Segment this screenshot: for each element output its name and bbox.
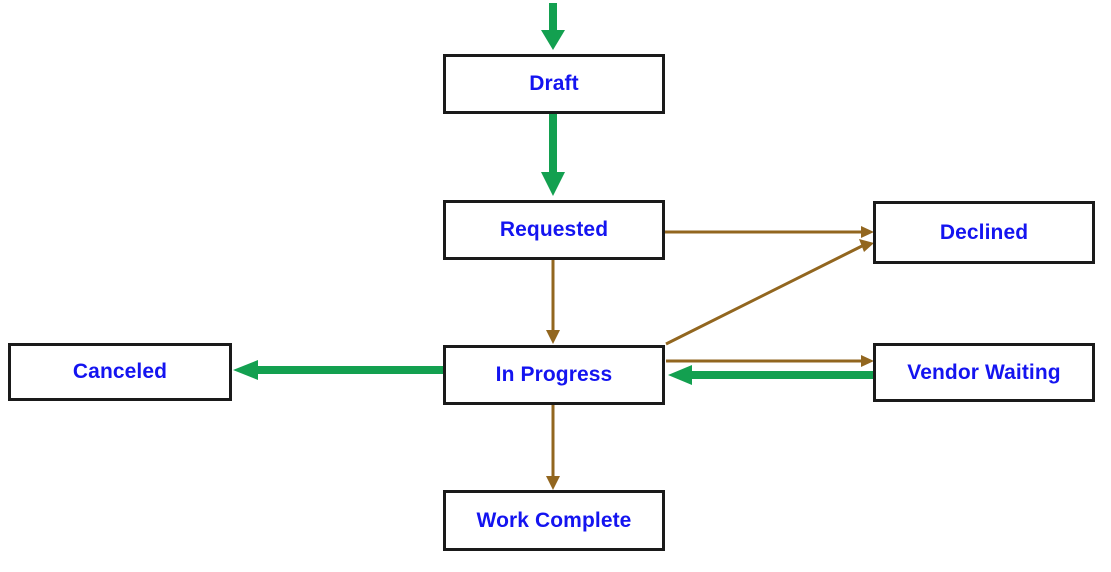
edge-in-progress-to-vendor (666, 355, 874, 367)
edge-in-progress-to-work-complete (546, 405, 560, 490)
node-draft[interactable]: Draft (443, 54, 665, 114)
node-requested-label: Requested (499, 218, 609, 241)
node-canceled-label: Canceled (72, 360, 168, 383)
edge-vendor-to-in-progress (668, 365, 873, 385)
edge-requested-to-in-progress (546, 260, 560, 344)
edge-requested-to-declined (665, 226, 874, 238)
node-in-progress-label: In Progress (495, 363, 613, 386)
edge-start-to-draft (541, 3, 565, 50)
node-in-progress[interactable]: In Progress (443, 345, 665, 405)
node-vendor-waiting[interactable]: Vendor Waiting (873, 343, 1095, 402)
node-work-complete-label: Work Complete (476, 508, 632, 532)
node-requested[interactable]: Requested (443, 200, 665, 260)
edge-in-progress-to-declined (665, 239, 874, 346)
node-vendor-waiting-label: Vendor Waiting (907, 360, 1061, 384)
node-declined-label: Declined (939, 220, 1029, 244)
edge-in-progress-to-canceled (233, 360, 444, 380)
edge-draft-to-requested (541, 114, 565, 196)
node-work-complete[interactable]: Work Complete (443, 490, 665, 551)
node-draft-label: Draft (529, 72, 579, 95)
node-declined[interactable]: Declined (873, 201, 1095, 264)
node-canceled[interactable]: Canceled (8, 343, 232, 401)
